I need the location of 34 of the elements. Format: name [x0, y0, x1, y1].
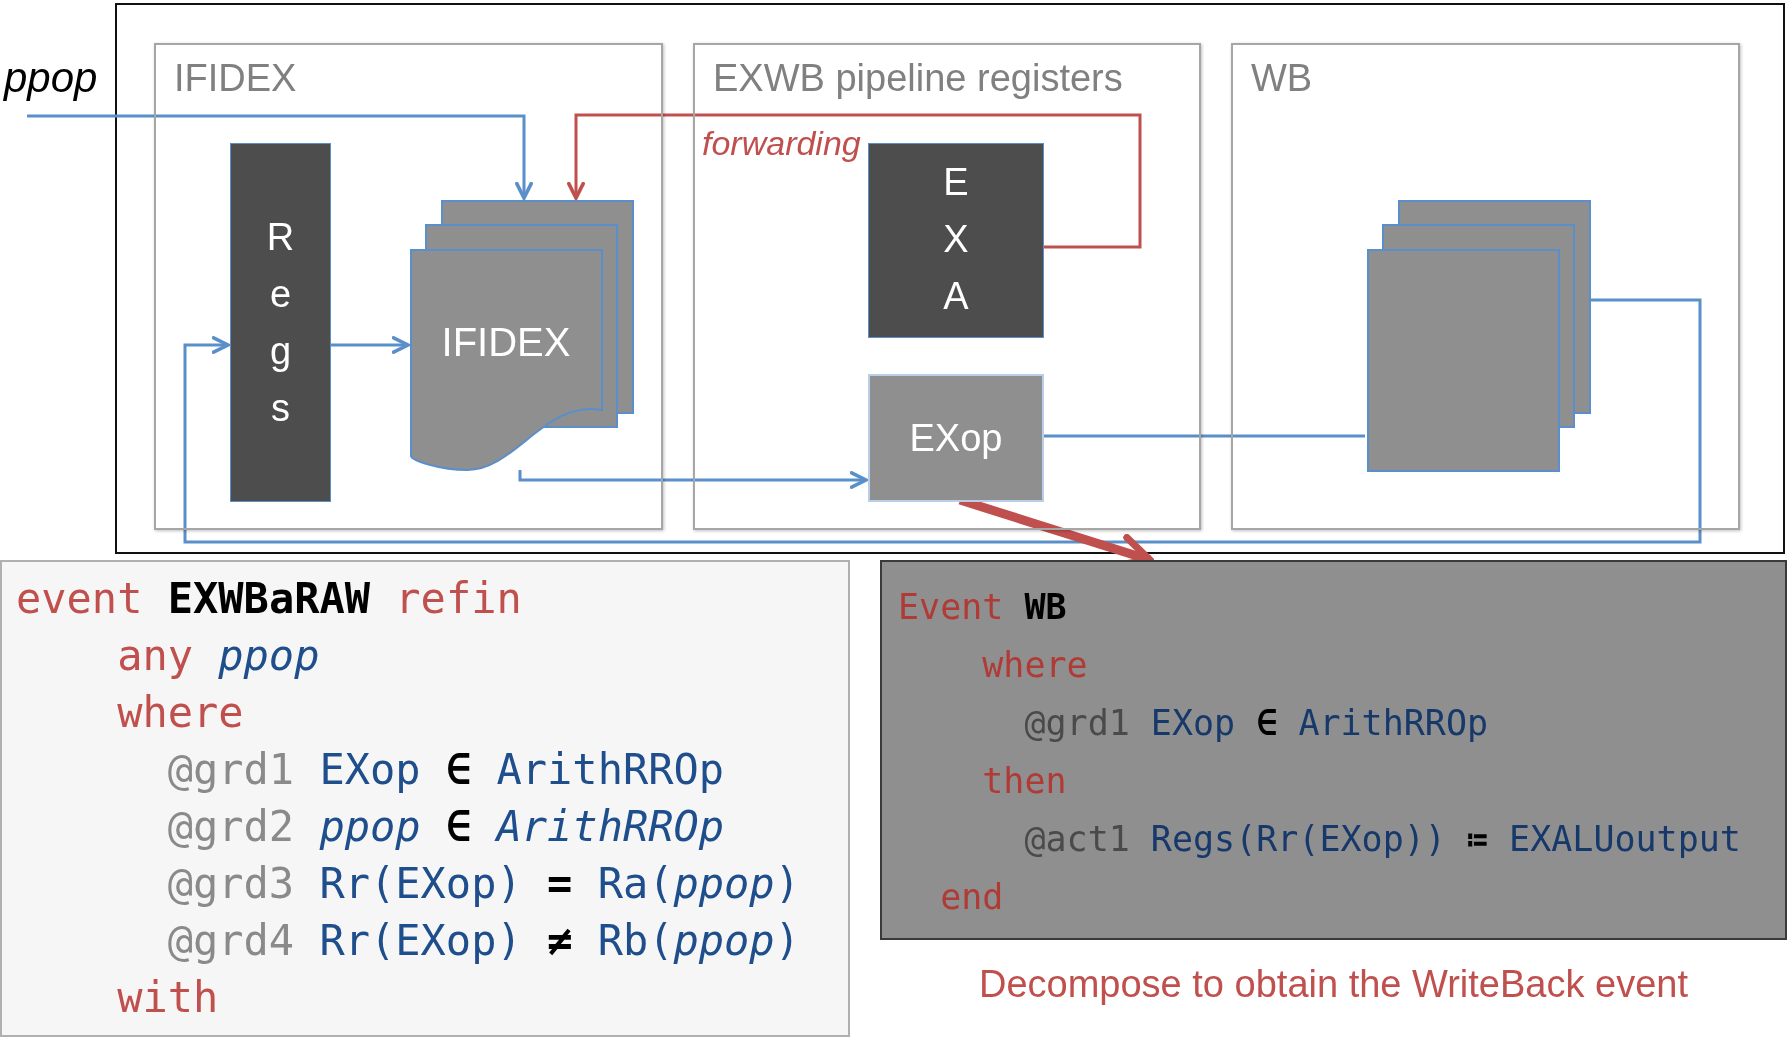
- code-panel: [880, 560, 1787, 940]
- code-line: @grd1 EXop ∈ ArithRROp: [1023, 702, 1489, 745]
- code-line: where: [116, 687, 244, 739]
- code-line: @grd3 Rr(EXop) = Ra(ppop): [166, 858, 800, 910]
- stage-title: EXWB pipeline registers: [713, 57, 1123, 100]
- stage-title: WB: [1251, 57, 1313, 100]
- arrow: [27, 114, 533, 200]
- register-bar: EXA: [868, 143, 1044, 338]
- stage-box: [154, 43, 663, 530]
- code-line: with: [116, 972, 219, 1024]
- code-line: @grd2 ppop ∈ ArithRROp: [166, 801, 725, 853]
- code-line: @grd4 Rr(EXop) ≠ Rb(ppop): [166, 915, 800, 967]
- code-line: end: [939, 876, 1004, 919]
- code-panel: [0, 560, 850, 1037]
- arrow: [518, 470, 868, 489]
- code-line: where: [981, 644, 1088, 687]
- edge-label: forwarding: [701, 124, 862, 163]
- document-label: IFIDEX: [440, 320, 572, 365]
- arrow: [329, 336, 410, 354]
- register-bar: Regs: [230, 143, 331, 502]
- code-line: Event WB: [898, 586, 1067, 629]
- signal-label: ppop: [4, 54, 114, 116]
- arrow: [183, 298, 1702, 544]
- stage-title: IFIDEX: [174, 57, 297, 100]
- annotation-text: Decompose to obtain the WriteBack event: [978, 962, 1689, 1006]
- arrow: [567, 113, 1142, 249]
- code-line: event EXWBaRAW refin: [16, 573, 522, 625]
- register-box: EXop: [868, 374, 1044, 502]
- code-line: @grd1 EXop ∈ ArithRROp: [166, 744, 725, 796]
- stage-box: [1231, 43, 1740, 530]
- code-line: @act1 Regs(Rr(EXop)) ≔ EXALUoutput: [1023, 818, 1741, 861]
- code-line: any ppop: [116, 630, 320, 682]
- code-line: then: [981, 760, 1067, 803]
- stage-box: [693, 43, 1201, 530]
